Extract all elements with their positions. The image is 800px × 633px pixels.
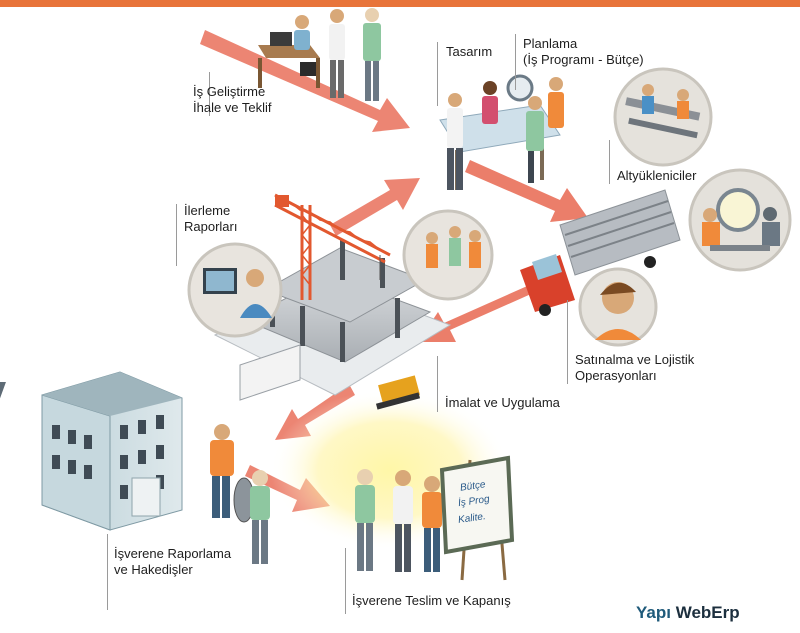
design-planning-scene — [439, 74, 564, 190]
stage-label-logistics: Operasyonları — [575, 368, 657, 383]
stage-label-progress: İlerleme — [184, 203, 231, 218]
reporting-people — [210, 424, 270, 564]
arrow-up-progress — [330, 178, 420, 236]
leader-line — [437, 42, 438, 106]
brand-name-part2: WebErp — [675, 603, 740, 622]
stage-label-handover: İşverene Teslim ve Kapanış — [352, 593, 511, 608]
brand-logo: Yapı WebErp — [636, 603, 740, 623]
subcontractor-bubbles — [613, 67, 792, 272]
leader-line — [515, 34, 516, 90]
stage-label-manufacturing: İmalat ve Uygulama — [445, 395, 560, 410]
stage-label-subcontractors: Altyükleniciler — [617, 168, 697, 183]
leader-line — [345, 548, 346, 614]
inspection-bubble — [402, 209, 494, 301]
stage-label-business-development: İş Geliştirme — [193, 84, 266, 99]
leader-line — [567, 300, 568, 384]
leader-line — [176, 204, 177, 266]
stage-label-reporting: İşverene Raporlama — [114, 546, 232, 561]
stage-label-progress-payments: ve Hakedişler — [114, 562, 193, 577]
arrow-start — [200, 30, 410, 132]
arrow-to-site — [418, 283, 540, 342]
magnifier-icon — [506, 74, 534, 102]
crane-icon — [274, 193, 391, 300]
leader-line — [209, 72, 210, 116]
stage-label-planning-detail: (İş Programı - Bütçe) — [523, 52, 644, 67]
leader-line — [609, 140, 610, 184]
brand-name-part1: Yapı — [636, 603, 671, 622]
procurement-bubble — [578, 267, 658, 347]
top-accent-bar — [0, 0, 800, 7]
bidding-scene — [258, 8, 381, 101]
handover-people — [355, 469, 442, 572]
leader-line — [107, 534, 108, 610]
leader-line — [437, 356, 438, 412]
stage-label-design: Tasarım — [446, 44, 493, 59]
stage-label-bidding: İhale ve Teklif — [193, 100, 272, 115]
stage-label-reports: Raporları — [184, 219, 238, 234]
arrow-to-procurement — [465, 160, 588, 222]
easel-board — [439, 455, 515, 581]
stage-label-procurement: Satınalma ve Lojistik — [575, 352, 695, 367]
office-building-icon — [0, 371, 183, 531]
progress-bubble — [187, 242, 283, 338]
laptop-icon — [270, 32, 292, 46]
stage-label-planning: Planlama — [523, 36, 578, 51]
truck-icon — [520, 189, 681, 316]
